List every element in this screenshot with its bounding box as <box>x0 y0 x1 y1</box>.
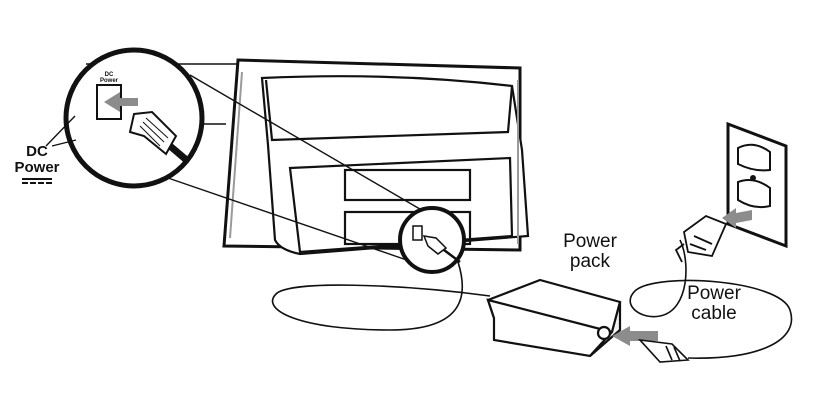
zoom-circle <box>63 47 205 189</box>
device-top-ridge <box>264 79 514 142</box>
power-cable-label: Power cable <box>687 283 741 324</box>
device-vent-upper <box>343 168 472 202</box>
dc-symbol <box>22 177 52 184</box>
device-edge-shading <box>229 71 519 244</box>
wall-outlet <box>726 121 788 249</box>
dc-plug-body <box>128 110 178 156</box>
port-detail-circle <box>398 206 466 274</box>
power-cable-loop <box>629 239 793 359</box>
power-pack-socket <box>596 325 612 341</box>
mains-plug-wall <box>674 214 728 263</box>
dc-power-text: DC Power <box>14 143 60 176</box>
device-rear <box>222 58 530 256</box>
power-pack <box>486 278 622 358</box>
insert-arrow-outlet <box>722 208 752 228</box>
dc-label-pointers <box>45 115 77 147</box>
insert-arrow-left <box>104 92 138 112</box>
power-pack-front <box>486 298 615 358</box>
dc-cable <box>271 261 491 331</box>
dc-port-small-label: DC Power <box>99 72 118 84</box>
dc-power-label: DC Power <box>6 144 68 184</box>
mains-plug-pack <box>637 338 690 363</box>
power-pack-label: Power pack <box>563 231 617 272</box>
